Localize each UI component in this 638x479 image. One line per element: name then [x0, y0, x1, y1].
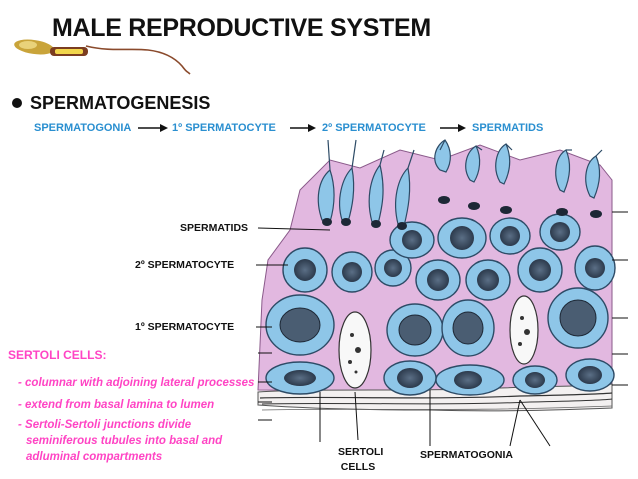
stage-spermatids: SPERMATIDS — [472, 122, 544, 134]
sertoli-note-2: - extend from basal lamina to lumen — [18, 399, 215, 411]
label-spermatogonia: SPERMATOGONIA — [420, 449, 513, 461]
sertoli-cells-title: SERTOLI CELLS: — [8, 348, 107, 362]
bullet-point — [12, 98, 22, 108]
label-spermatids: SPERMATIDS — [180, 222, 249, 234]
sertoli-note-1: - columnar with adjoining lateral proces… — [18, 377, 255, 389]
sperm-icon — [14, 39, 191, 75]
page-title: MALE REPRODUCTIVE SYSTEM — [52, 14, 431, 42]
sertoli-note-3-line2: seminiferous tubules into basal and — [26, 435, 223, 447]
label-sertoli-line1: SERTOLI — [338, 446, 384, 458]
sertoli-note-3: - Sertoli-Sertoli junctions divide — [18, 419, 192, 431]
label-secondary-spermatocyte: 2º SPERMATOCYTE — [135, 259, 235, 271]
label-sertoli-line2: CELLS — [340, 461, 376, 473]
section-heading: SPERMATOGENESIS — [30, 93, 211, 113]
sertoli-note-3-line3: adluminal compartments — [26, 451, 163, 463]
right-arrow-icon — [138, 124, 168, 132]
right-arrow-icon — [290, 124, 316, 132]
label-primary-spermatocyte: 1º SPERMATOCYTE — [135, 321, 235, 333]
right-arrow-icon — [440, 124, 466, 132]
stage-spermatogonia: SPERMATOGONIA — [34, 122, 132, 134]
stage-primary-spermatocyte: 1º SPERMATOCYTE — [172, 122, 276, 134]
stage-secondary-spermatocyte: 2º SPERMATOCYTE — [322, 122, 426, 134]
label-sertoli-cells: SERTOLI CELLS — [338, 446, 384, 473]
